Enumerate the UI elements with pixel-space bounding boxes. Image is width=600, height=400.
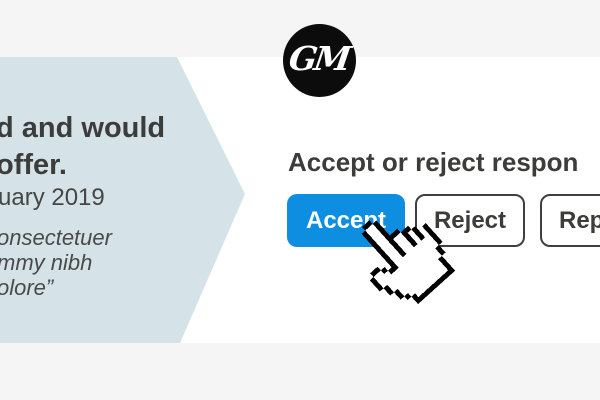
reply-button[interactable]: Rep [540, 194, 600, 247]
accept-button[interactable]: Accept [287, 194, 405, 247]
testimonial-heading: d and would offer. [0, 110, 216, 184]
reject-button[interactable]: Reject [415, 194, 525, 247]
gm-logo: GM [283, 24, 356, 97]
quote-line1: onsectetuer [0, 225, 112, 250]
testimonial-heading-line1: d and would [0, 112, 166, 144]
bottom-background-band [0, 343, 600, 400]
gm-logo-monogram: GM [286, 39, 351, 78]
quote-line3: olore” [0, 275, 54, 300]
testimonial-heading-line2: offer. [0, 149, 67, 181]
testimonial-arrow-panel: d and would offer. uary 2019 onsectetuer… [0, 57, 245, 343]
page-title: Accept or reject respon [288, 147, 579, 177]
testimonial-quote: onsectetuer mmy nibh olore” [0, 225, 112, 300]
quote-line2: mmy nibh [0, 250, 93, 275]
testimonial-date: uary 2019 [0, 184, 105, 211]
